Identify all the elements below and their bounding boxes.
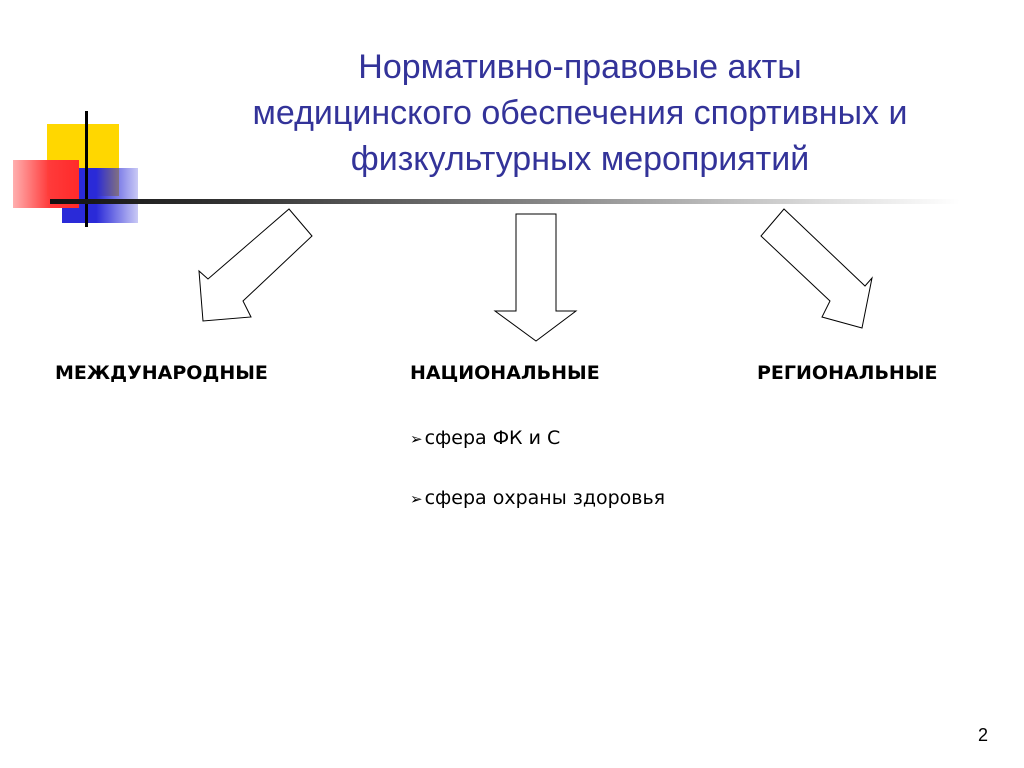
decorative-vertical-line xyxy=(85,111,88,227)
page-number: 2 xyxy=(978,725,989,745)
arrow-down-right-icon xyxy=(760,208,873,329)
title-line-2: медицинского обеспечения спортивных и xyxy=(252,94,908,132)
arrow-down-left-icon xyxy=(198,208,313,322)
national-item-health: ➢сфера охраны здоровья xyxy=(410,487,665,509)
heading-national: НАЦИОНАЛЬНЫЕ xyxy=(410,362,600,384)
title-line-3: физкультурных мероприятий xyxy=(350,140,810,178)
heading-regional: РЕГИОНАЛЬНЫЕ xyxy=(757,362,938,384)
title-underline xyxy=(50,199,960,204)
national-item-sport: ➢сфера ФК и С xyxy=(410,427,560,449)
slide-title: Нормативно-правовые акты медицинского об… xyxy=(150,44,1010,182)
title-line-1: Нормативно-правовые акты xyxy=(358,48,802,86)
national-item-sport-text: сфера ФК и С xyxy=(424,427,561,449)
bullet-arrow-icon: ➢ xyxy=(410,490,423,508)
heading-international: МЕЖДУНАРОДНЫЕ xyxy=(55,362,268,384)
arrow-down-icon xyxy=(493,213,578,342)
national-item-health-text: сфера охраны здоровья xyxy=(424,487,666,509)
bullet-arrow-icon: ➢ xyxy=(410,430,423,448)
